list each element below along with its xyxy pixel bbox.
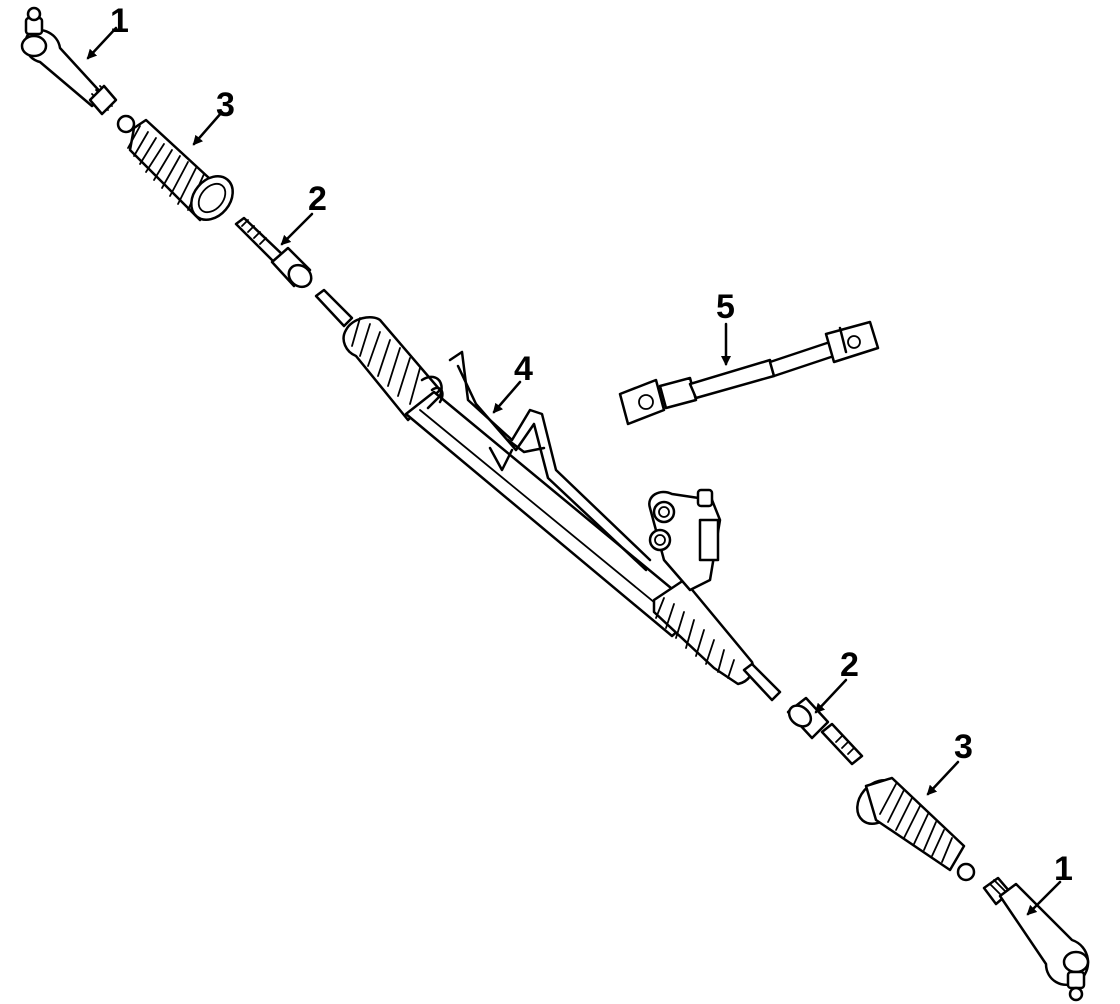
callout-1-top: 1	[110, 2, 129, 40]
callout-3-bottom: 3	[954, 728, 973, 766]
boot-top-part	[116, 114, 234, 222]
callout-2-bottom: 2	[840, 646, 859, 684]
rack-assembly-part	[314, 288, 782, 702]
callout-1-bottom: 1	[1054, 850, 1073, 888]
boot-bottom-part	[856, 776, 976, 882]
tie-rod-end-bottom-part	[982, 876, 1090, 1002]
callout-4: 4	[514, 350, 533, 388]
intermediate-shaft-part	[618, 320, 880, 426]
callout-5: 5	[716, 288, 735, 326]
callout-3-top: 3	[216, 86, 235, 124]
callout-2-top: 2	[308, 180, 327, 218]
callout-leaders	[86, 26, 1062, 916]
inner-tie-rod-bottom-part	[786, 696, 864, 766]
inner-tie-rod-top-part	[234, 216, 313, 289]
tie-rod-end-top-part	[20, 6, 118, 116]
